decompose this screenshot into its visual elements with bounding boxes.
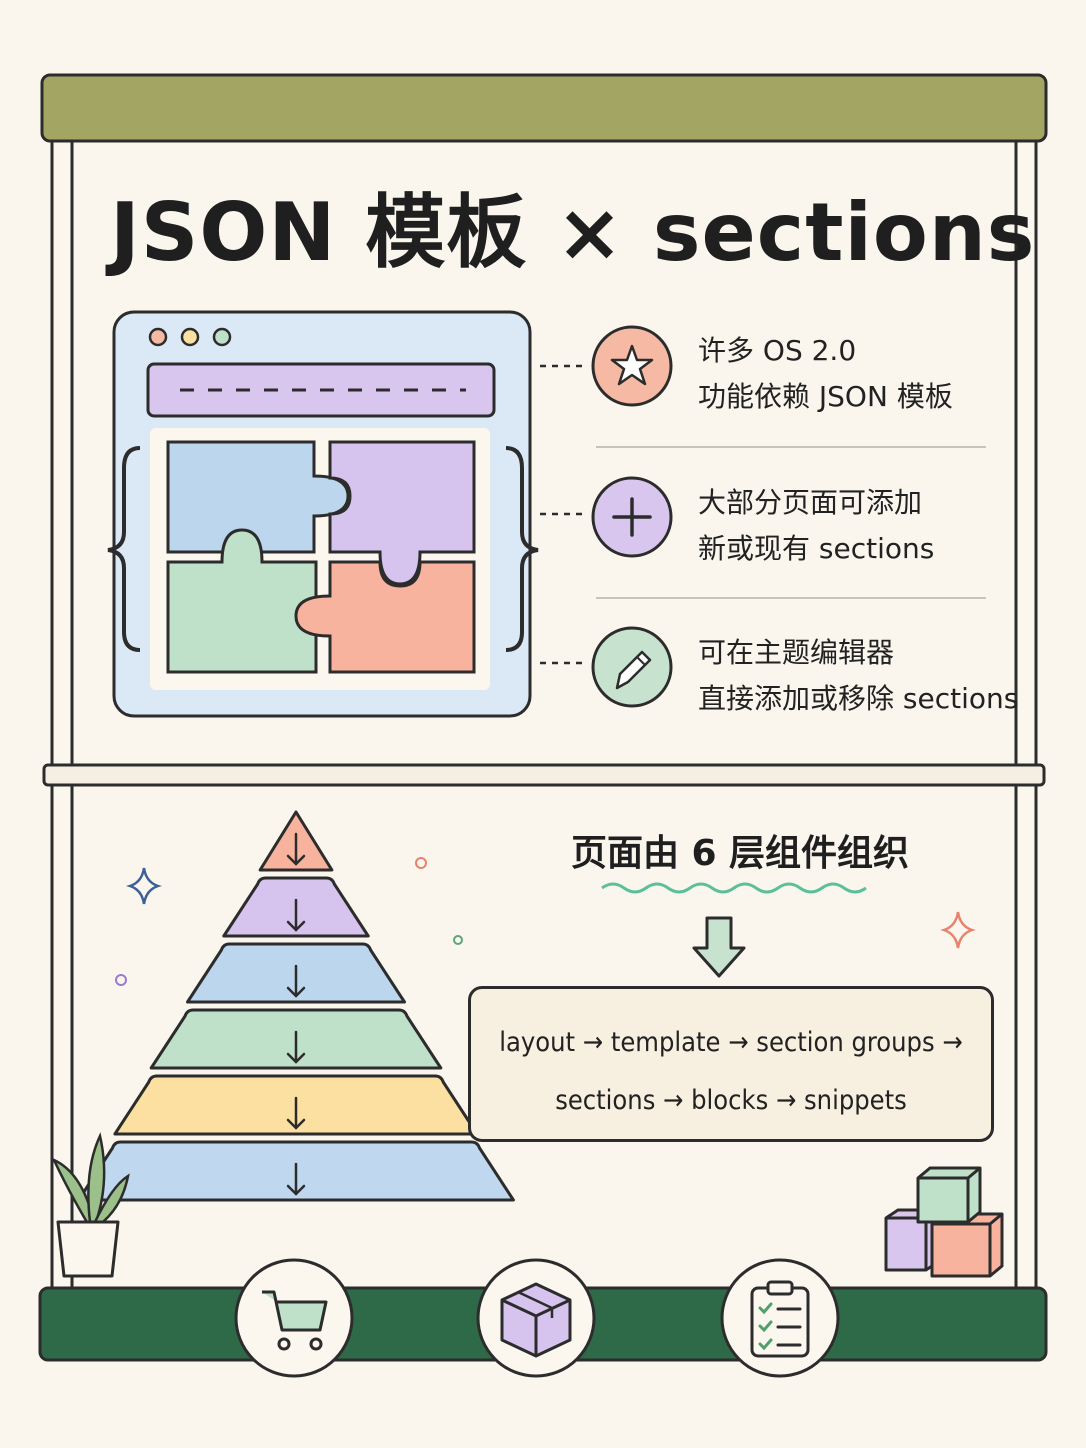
feature-1-line-1: 许多 OS 2.0: [698, 334, 857, 367]
top-bar: [40, 73, 1048, 143]
flow-line-2: sections → blocks → snippets: [555, 1085, 907, 1116]
window-dot-green: [212, 327, 232, 347]
pencil-icon: [591, 626, 673, 708]
left-post: [50, 139, 74, 1293]
layers-title: 页面由 6 层组件组织: [570, 833, 910, 874]
pyramid-arrow-icon: [286, 1030, 306, 1064]
pyramid-arrow-icon: [286, 1162, 306, 1196]
flow-line-1: layout → template → section groups →: [499, 1027, 963, 1058]
dot-orange: [415, 857, 427, 869]
pyramid-arrow-icon: [286, 964, 306, 998]
flow-box: layout → template → section groups → sec…: [468, 986, 994, 1142]
browser-illustration: [107, 310, 539, 718]
window-dot-yellow: [180, 327, 200, 347]
pyramid-arrow-icon: [286, 1096, 306, 1130]
dot-purple: [115, 974, 127, 986]
cubes-icon: [884, 1166, 1004, 1278]
feature-2-line-1: 大部分页面可添加: [698, 486, 923, 519]
feature-2-line-2: 新或现有 sections: [698, 532, 935, 565]
left-brace: [107, 446, 141, 652]
feature-item-3: 可在主题编辑器 直接添加或移除 sections: [698, 630, 1028, 722]
checklist-icon: [720, 1258, 840, 1378]
puzzle-blue: [166, 440, 350, 554]
feature-1-line-2: 功能依赖 JSON 模板: [698, 380, 953, 413]
feature-item-1: 许多 OS 2.0 功能依赖 JSON 模板: [698, 328, 1028, 420]
sparkle-blue: [126, 867, 162, 905]
box-icon: [476, 1258, 596, 1378]
puzzle-purple: [328, 440, 476, 586]
wavy-underline: [601, 882, 867, 894]
sparkle-orange: [940, 911, 976, 949]
star-icon: [591, 325, 673, 407]
plus-icon: [591, 476, 673, 558]
dot-green: [453, 935, 463, 945]
feature-3-line-1: 可在主题编辑器: [698, 636, 895, 669]
pyramid-arrow-icon: [286, 832, 306, 866]
cart-icon: [234, 1258, 354, 1378]
middle-shelf: [42, 763, 1046, 787]
layers-pyramid: [77, 810, 515, 1202]
down-arrow-icon: [692, 916, 746, 978]
plant-icon: [51, 1132, 130, 1278]
pyramid-arrow-icon: [286, 898, 306, 932]
right-brace: [505, 446, 539, 652]
feature-3-line-2: 直接添加或移除 sections: [698, 682, 1019, 715]
puzzle-green: [166, 528, 318, 674]
window-dot-red: [148, 327, 168, 347]
feature-item-2: 大部分页面可添加 新或现有 sections: [698, 480, 1028, 572]
page-title: JSON 模板 × sections: [110, 186, 1036, 279]
puzzle-orange: [294, 560, 476, 674]
